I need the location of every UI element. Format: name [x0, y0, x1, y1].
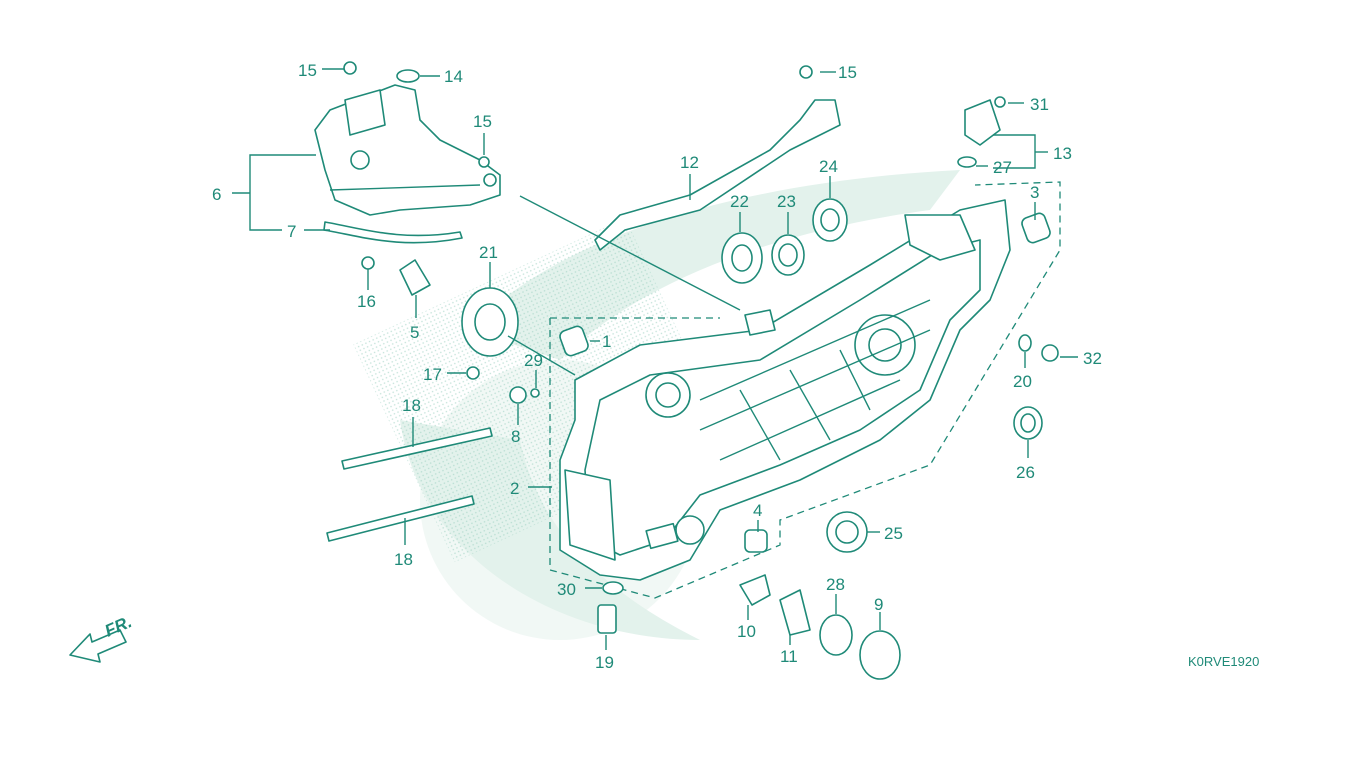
callout-31: 31 — [1030, 95, 1049, 114]
callout-30: 30 — [557, 580, 576, 599]
callout-18-b: 18 — [394, 550, 413, 569]
callout-25: 25 — [884, 524, 903, 543]
callout-22: 22 — [730, 192, 749, 211]
callout-21: 21 — [479, 243, 498, 262]
fr-label: FR. — [102, 612, 135, 640]
leader-lines — [232, 68, 1078, 650]
callout-11: 11 — [780, 647, 798, 666]
callout-1: 1 — [602, 332, 611, 351]
callout-28: 28 — [826, 575, 845, 594]
callout-12: 12 — [680, 153, 699, 172]
callout-32: 32 — [1083, 349, 1102, 368]
callout-10: 10 — [737, 622, 756, 641]
callout-17: 17 — [423, 365, 442, 384]
callout-4: 4 — [753, 501, 762, 520]
callout-14: 14 — [444, 67, 463, 86]
callout-24: 24 — [819, 157, 838, 176]
callout-19: 19 — [595, 653, 614, 672]
assembly-frame — [549, 181, 1061, 599]
callout-labels: 1 2 3 4 5 6 7 8 9 10 11 12 13 14 15 15 1… — [212, 61, 1102, 672]
callout-20: 20 — [1013, 372, 1032, 391]
callout-5: 5 — [410, 323, 419, 342]
callout-7: 7 — [287, 222, 296, 241]
part-12-pipe — [594, 99, 841, 251]
callout-27: 27 — [993, 158, 1012, 177]
diagram-code: K0RVE1920 — [1188, 654, 1259, 669]
part-7-strip — [323, 221, 463, 244]
callout-13: 13 — [1053, 144, 1072, 163]
crankcase-body — [559, 199, 1011, 581]
callout-29: 29 — [524, 351, 543, 370]
callout-15-b: 15 — [838, 63, 857, 82]
callout-9: 9 — [874, 595, 883, 614]
callout-26: 26 — [1016, 463, 1035, 482]
callout-2: 2 — [510, 479, 519, 498]
callout-3: 3 — [1030, 183, 1039, 202]
callout-18-a: 18 — [402, 396, 421, 415]
callout-15-a: 15 — [298, 61, 317, 80]
callout-8: 8 — [511, 427, 520, 446]
callout-15-c: 15 — [473, 112, 492, 131]
callout-16: 16 — [357, 292, 376, 311]
small-parts — [343, 61, 1059, 680]
part-6-cover — [314, 84, 501, 216]
front-direction-arrow: FR. — [69, 612, 135, 663]
part-18-studs — [326, 427, 493, 542]
callout-23: 23 — [777, 192, 796, 211]
callout-6: 6 — [212, 185, 221, 204]
